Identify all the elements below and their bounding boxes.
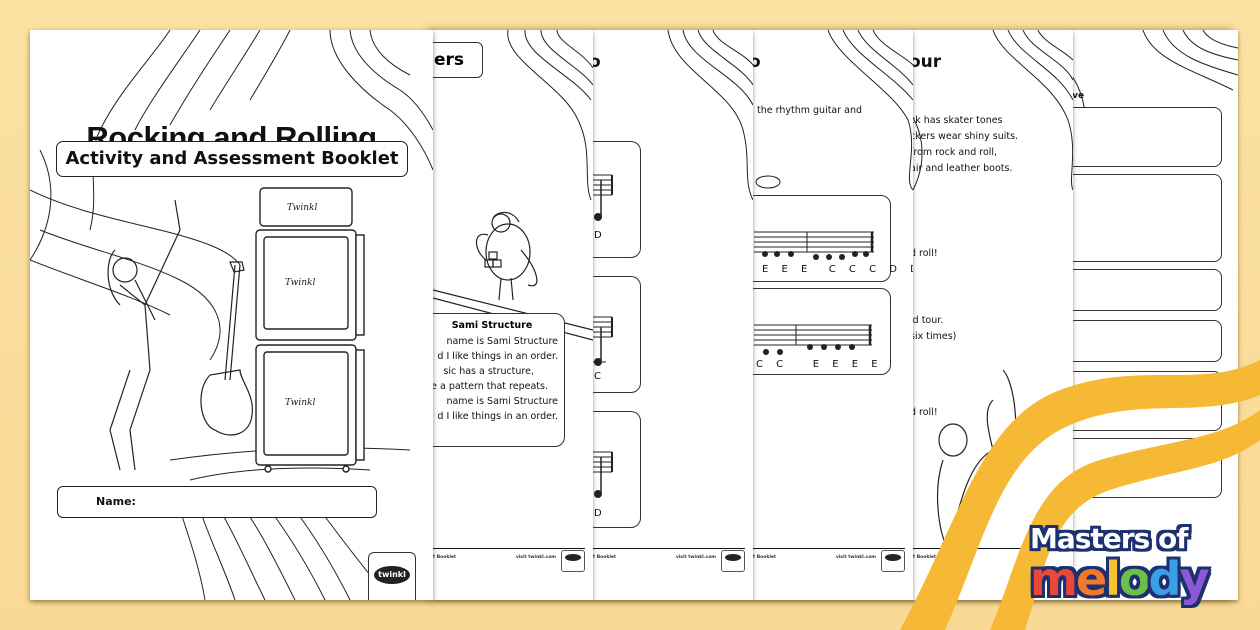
staff: [754, 231, 874, 260]
swirl-decoration: Twinkl Twinkl Twinkl: [30, 30, 433, 600]
booklet-page-answers: ive: [1073, 30, 1238, 600]
footer-title: t Booklet: [593, 555, 617, 560]
staff: [593, 451, 613, 498]
footer-rule: [433, 548, 585, 549]
twinkl-badge-icon: [721, 550, 745, 572]
amplifier-illustration: [255, 187, 365, 473]
staff: [593, 316, 613, 366]
twinkl-logo-text: twinkl: [374, 566, 410, 584]
swirl-decoration: [667, 30, 753, 201]
note-names: E E E C C C D D: [762, 264, 913, 275]
booklet-cover: Twinkl Twinkl Twinkl Rocking and Rolling…: [30, 30, 433, 600]
swirl-decoration: [755, 30, 913, 191]
answer-box: [1073, 174, 1222, 262]
lyric-line: d roll!: [913, 248, 938, 259]
twinkl-badge-icon: [881, 550, 905, 572]
logo-line-1: Masters of: [1030, 522, 1188, 555]
lyric-line: ld tour.: [913, 315, 944, 326]
note-letter: C: [594, 371, 601, 382]
verse-line: e a pattern that repeats.: [433, 381, 548, 392]
footer-url: visit twinkl.com: [515, 555, 556, 560]
footer-title: t Booklet: [753, 555, 777, 560]
speech-bubble: Sami Structure name is Sami Structure d …: [433, 313, 565, 447]
footer-url: visit twinkl.com: [675, 555, 716, 560]
amp-head-brand: Twinkl: [287, 203, 318, 213]
verse-line: name is Sami Structure: [446, 336, 558, 347]
verse-line: name is Sami Structure: [446, 396, 558, 407]
booklet-subtitle: Activity and Assessment Booklet: [56, 141, 408, 177]
twinkl-badge-icon: [561, 550, 585, 572]
booklet-page-notes: o D C D t Booklet visit twinkl.com: [593, 30, 753, 600]
guitar-illustration: [200, 261, 253, 436]
footer-title: t Booklet: [913, 555, 937, 560]
answer-box: [1073, 269, 1222, 311]
footer-url: visit twinkl.com: [835, 555, 876, 560]
booklet-page-rhythm: o the rhythm guitar and E E E C C C D D: [753, 30, 913, 600]
footer-title: t Booklet: [433, 555, 457, 560]
twinkl-logo: twinkl: [368, 552, 416, 600]
page-heading: o: [753, 52, 761, 72]
name-label: Name:: [96, 495, 136, 508]
note-letter: D: [594, 230, 602, 241]
lyric-line: air and leather boots.: [913, 163, 1013, 174]
note-card: D: [593, 141, 641, 258]
footer-rule: [753, 548, 905, 549]
staff: [754, 324, 872, 355]
lyric-line: ckers wear shiny suits.: [913, 131, 1019, 142]
page-heading: our: [913, 52, 942, 72]
footer-rule: [913, 548, 1065, 549]
name-field[interactable]: Name:: [57, 486, 377, 518]
answer-box: [1073, 107, 1222, 167]
note-letter: D: [594, 508, 602, 519]
booklet-page-character: ers Sami Structure name is Sami Structur…: [433, 30, 593, 600]
amp-cab-brand: Twinkl: [285, 398, 316, 408]
lyric-line: ck has skater tones: [913, 115, 1003, 126]
rhythm-card: E E E C C C D D: [753, 195, 913, 282]
rhythm-card: C C E E E E: [753, 288, 891, 375]
page-heading: ive: [1073, 91, 1085, 101]
page-heading-box: ers: [433, 42, 483, 78]
masters-of-melody-logo: Masters of melody: [1030, 522, 1250, 630]
lyric-line: d roll!: [913, 407, 938, 418]
lyric-line: six times): [913, 331, 957, 342]
character-name: Sami Structure: [451, 320, 533, 331]
amp-cab-brand: Twinkl: [285, 278, 316, 288]
guitarist-illustration: [107, 199, 181, 471]
instruction-text: the rhythm guitar and: [757, 105, 863, 116]
page-heading: ers: [433, 50, 464, 70]
staff: [593, 174, 613, 221]
lyric-line: from rock and roll,: [913, 147, 998, 158]
note-card: C: [593, 276, 641, 393]
footer-rule: [593, 548, 745, 549]
verse-line: d I like things in an order.: [437, 351, 558, 362]
verse-line: sic has a structure,: [443, 366, 534, 377]
note-names: C C E E E E: [756, 359, 883, 370]
answer-box: [1073, 320, 1222, 362]
note-card: D: [593, 411, 641, 528]
logo-line-2: melody: [1030, 552, 1209, 606]
verse-line: d I like things in an order.: [437, 411, 558, 422]
page-heading: o: [593, 52, 601, 72]
